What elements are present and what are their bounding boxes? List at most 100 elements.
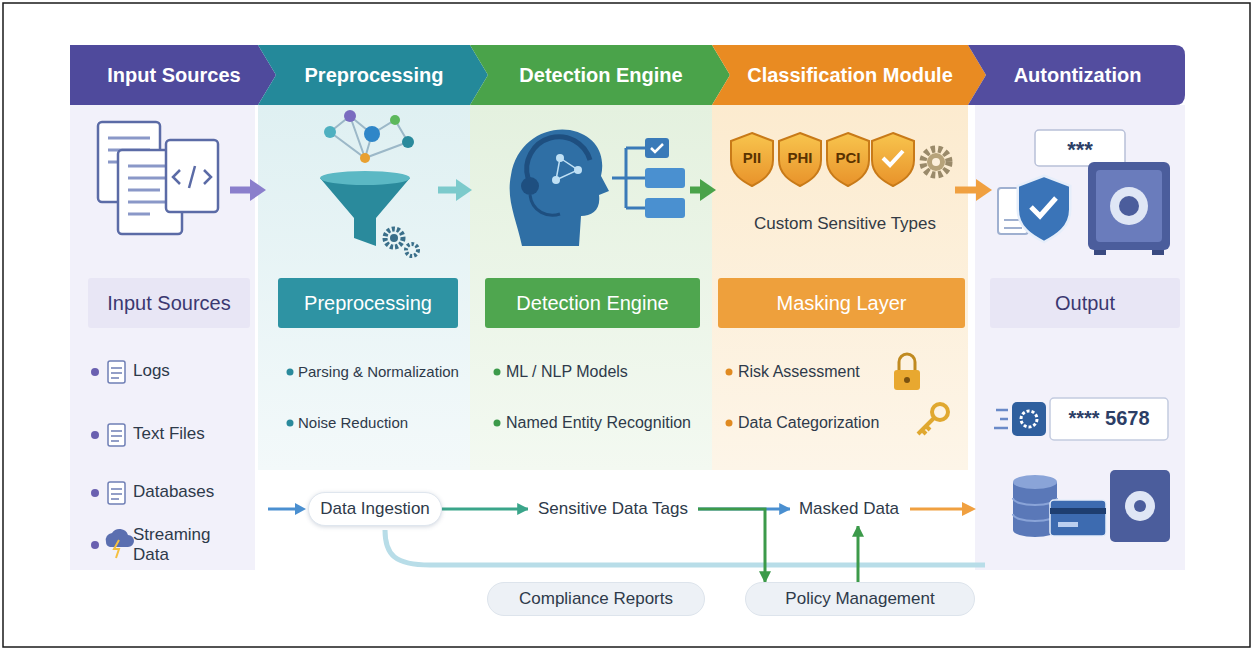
stage-header: Input Sources bbox=[70, 45, 276, 105]
bullet-dot bbox=[494, 369, 501, 376]
ai-head-icon bbox=[510, 129, 609, 246]
network-nodes bbox=[344, 110, 356, 122]
node-text: Preprocessing bbox=[305, 63, 444, 87]
bullet-item: Named Entity Recognition bbox=[506, 413, 706, 432]
shield-label: PII bbox=[731, 149, 773, 167]
flow-arrow bbox=[700, 179, 716, 201]
password-field bbox=[1035, 130, 1125, 166]
document-icon bbox=[166, 140, 218, 212]
input-item-icon bbox=[108, 482, 125, 504]
flow-pill: Data Ingestion bbox=[308, 492, 442, 526]
column-panel bbox=[70, 105, 255, 570]
tree-icon bbox=[612, 138, 685, 218]
stage-header: Detection Engine bbox=[470, 45, 730, 105]
bullet-dot bbox=[287, 369, 294, 376]
storage-icons bbox=[1013, 475, 1057, 489]
input-item-icon bbox=[91, 431, 99, 439]
source-item: Databases bbox=[133, 482, 238, 502]
input-item-icon bbox=[91, 489, 99, 497]
flow-arrow bbox=[962, 502, 976, 516]
ai-head-icon bbox=[521, 177, 539, 195]
tree-icon bbox=[645, 168, 685, 188]
network-nodes bbox=[364, 126, 380, 142]
flow-arrow bbox=[250, 179, 266, 201]
tree-icon bbox=[645, 138, 669, 158]
gear-icon bbox=[385, 229, 418, 256]
document-icon bbox=[173, 166, 211, 188]
bullet-item: Parsing & Normalization bbox=[298, 363, 468, 381]
masked-card-icon bbox=[1012, 402, 1046, 436]
node-text: Policy Management bbox=[785, 589, 934, 609]
node-text: Data Ingestion bbox=[320, 499, 430, 519]
vault-icon bbox=[1152, 250, 1164, 255]
vault-icon bbox=[1119, 196, 1139, 216]
section-header: Output bbox=[990, 278, 1180, 328]
input-item-icon bbox=[91, 541, 99, 549]
gear-icon bbox=[923, 149, 949, 175]
source-item: Text Files bbox=[133, 424, 238, 444]
network-nodes bbox=[402, 136, 414, 148]
caption-text: Custom Sensitive Types bbox=[735, 214, 955, 234]
node-text: Sensitive Data Tags bbox=[538, 499, 688, 519]
tree-icon bbox=[645, 198, 685, 218]
input-item-icon bbox=[91, 368, 99, 376]
node-text: Detection Engine bbox=[516, 291, 668, 315]
flow-connector bbox=[857, 526, 860, 582]
input-item-icon bbox=[111, 489, 122, 499]
section-header: Preprocessing bbox=[278, 278, 458, 328]
feedback-line bbox=[385, 530, 985, 565]
key-icon bbox=[918, 418, 934, 434]
bullet-dot bbox=[494, 420, 501, 427]
ai-head-icon bbox=[556, 158, 578, 180]
vault-icon bbox=[1096, 170, 1162, 242]
masked-value: **** 5678 bbox=[1050, 406, 1168, 430]
funnel-icon bbox=[320, 178, 410, 246]
chevron-fill bbox=[70, 45, 276, 105]
bullet-item: Data Categorization bbox=[738, 413, 908, 432]
tree-icon bbox=[651, 144, 663, 152]
flow-pill: Sensitive Data Tags bbox=[528, 492, 698, 526]
shield-badge bbox=[883, 151, 903, 165]
key-icon bbox=[932, 404, 948, 420]
report-pill: Compliance Reports bbox=[487, 582, 705, 616]
node-text: Input Sources bbox=[107, 291, 230, 315]
gear-icon bbox=[932, 158, 940, 166]
stage-header: Autontization bbox=[968, 45, 1185, 105]
input-item-icon bbox=[91, 361, 134, 558]
column-panel bbox=[712, 105, 968, 470]
flow-connector bbox=[698, 509, 765, 582]
node-text: Preprocessing bbox=[304, 291, 432, 315]
bullet-item: Noise Reduction bbox=[298, 414, 468, 432]
ai-head-icon bbox=[530, 195, 560, 215]
bullet-dot bbox=[726, 369, 733, 376]
document-icon bbox=[98, 122, 218, 234]
secure-shield-icon bbox=[1031, 198, 1056, 216]
column-panel bbox=[975, 105, 1185, 570]
flow-arrow bbox=[976, 179, 992, 201]
shield-badge bbox=[872, 133, 914, 186]
storage-icons bbox=[1134, 500, 1146, 512]
section-header: Input Sources bbox=[88, 278, 250, 328]
masked-card-icon bbox=[1021, 411, 1037, 427]
funnel-icon bbox=[320, 171, 410, 246]
vault-icon bbox=[1094, 250, 1106, 255]
source-item: Streaming Data bbox=[133, 525, 238, 566]
bullet-dot bbox=[287, 420, 294, 427]
policy-pill: Policy Management bbox=[745, 582, 975, 616]
key-icon bbox=[918, 404, 948, 434]
flow-arrow bbox=[268, 508, 296, 511]
ai-head-icon bbox=[510, 129, 609, 246]
gear-icon bbox=[385, 229, 403, 247]
section-header: Detection Engine bbox=[485, 278, 700, 328]
storage-icons bbox=[1110, 470, 1170, 542]
bullet-item: ML / NLP Models bbox=[506, 362, 706, 381]
lock-icon bbox=[894, 354, 920, 390]
node-text: Detection Engine bbox=[519, 63, 682, 87]
chevron-fill bbox=[258, 45, 488, 105]
input-item-icon bbox=[108, 424, 125, 446]
column-panel bbox=[258, 105, 470, 470]
shield-badge bbox=[731, 133, 914, 186]
source-item: Logs bbox=[133, 361, 238, 381]
